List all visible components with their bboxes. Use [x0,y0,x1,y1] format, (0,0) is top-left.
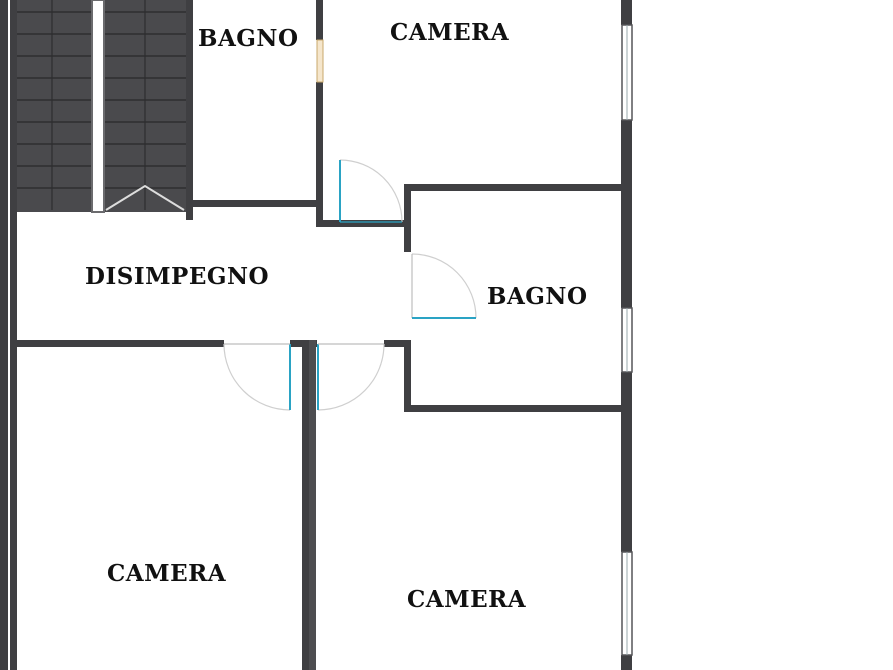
stair-direction-arrow [105,184,185,211]
door-camera-right [317,343,385,411]
wall-disimpegno-bottom-left [12,340,224,347]
wall-right-outer-bottom [621,655,632,670]
wall-bagno-top-bottom [186,200,318,207]
room-labels: BAGNO CAMERA DISIMPEGNO BAGNO CAMERA CAM… [85,19,588,613]
window-bagno-top [316,39,324,83]
stair-stringers [51,0,146,210]
room-label-disimpegno: DISIMPEGNO [85,263,269,290]
wall-bagno-camera-divider [316,0,323,40]
window-camera-bottom-right [621,551,633,656]
room-label-bagno-right: BAGNO [487,283,588,310]
window-bagno-right [621,307,633,373]
wall-right-outer-mid1 [621,120,632,308]
wall-bagno-right-left-upper [404,184,411,252]
door-bagno-right [411,253,477,319]
wall-camera-divider [302,340,309,670]
wall-bagno-right-left-lower [404,340,411,412]
window-icon [621,24,633,121]
door-swing-icon [339,159,403,223]
wall-bagno-camera-divider-lower [316,82,323,226]
wall-bagno-right-top [404,184,628,191]
door-camera-left [223,343,291,411]
wall-left-inner-line [8,0,10,670]
wall-right-outer-top [621,0,632,25]
doors [223,159,477,411]
wall-stair-right [186,0,193,220]
wall-disimpegno-bottom-right [384,340,409,347]
room-label-camera-bottom-left: CAMERA [107,560,227,587]
room-label-bagno-top: BAGNO [198,25,299,52]
wall-camera-divider-b [309,340,316,670]
wall-corridor-top-stub [316,220,406,227]
room-label-camera-bottom-right: CAMERA [407,586,527,613]
wall-right-outer-mid2 [621,372,632,552]
windows [316,24,633,656]
walls [0,0,632,670]
wall-bagno-right-bottom [404,405,628,412]
room-label-camera-top: CAMERA [390,19,510,46]
stair-central-rail [91,0,105,213]
staircase [12,0,190,213]
